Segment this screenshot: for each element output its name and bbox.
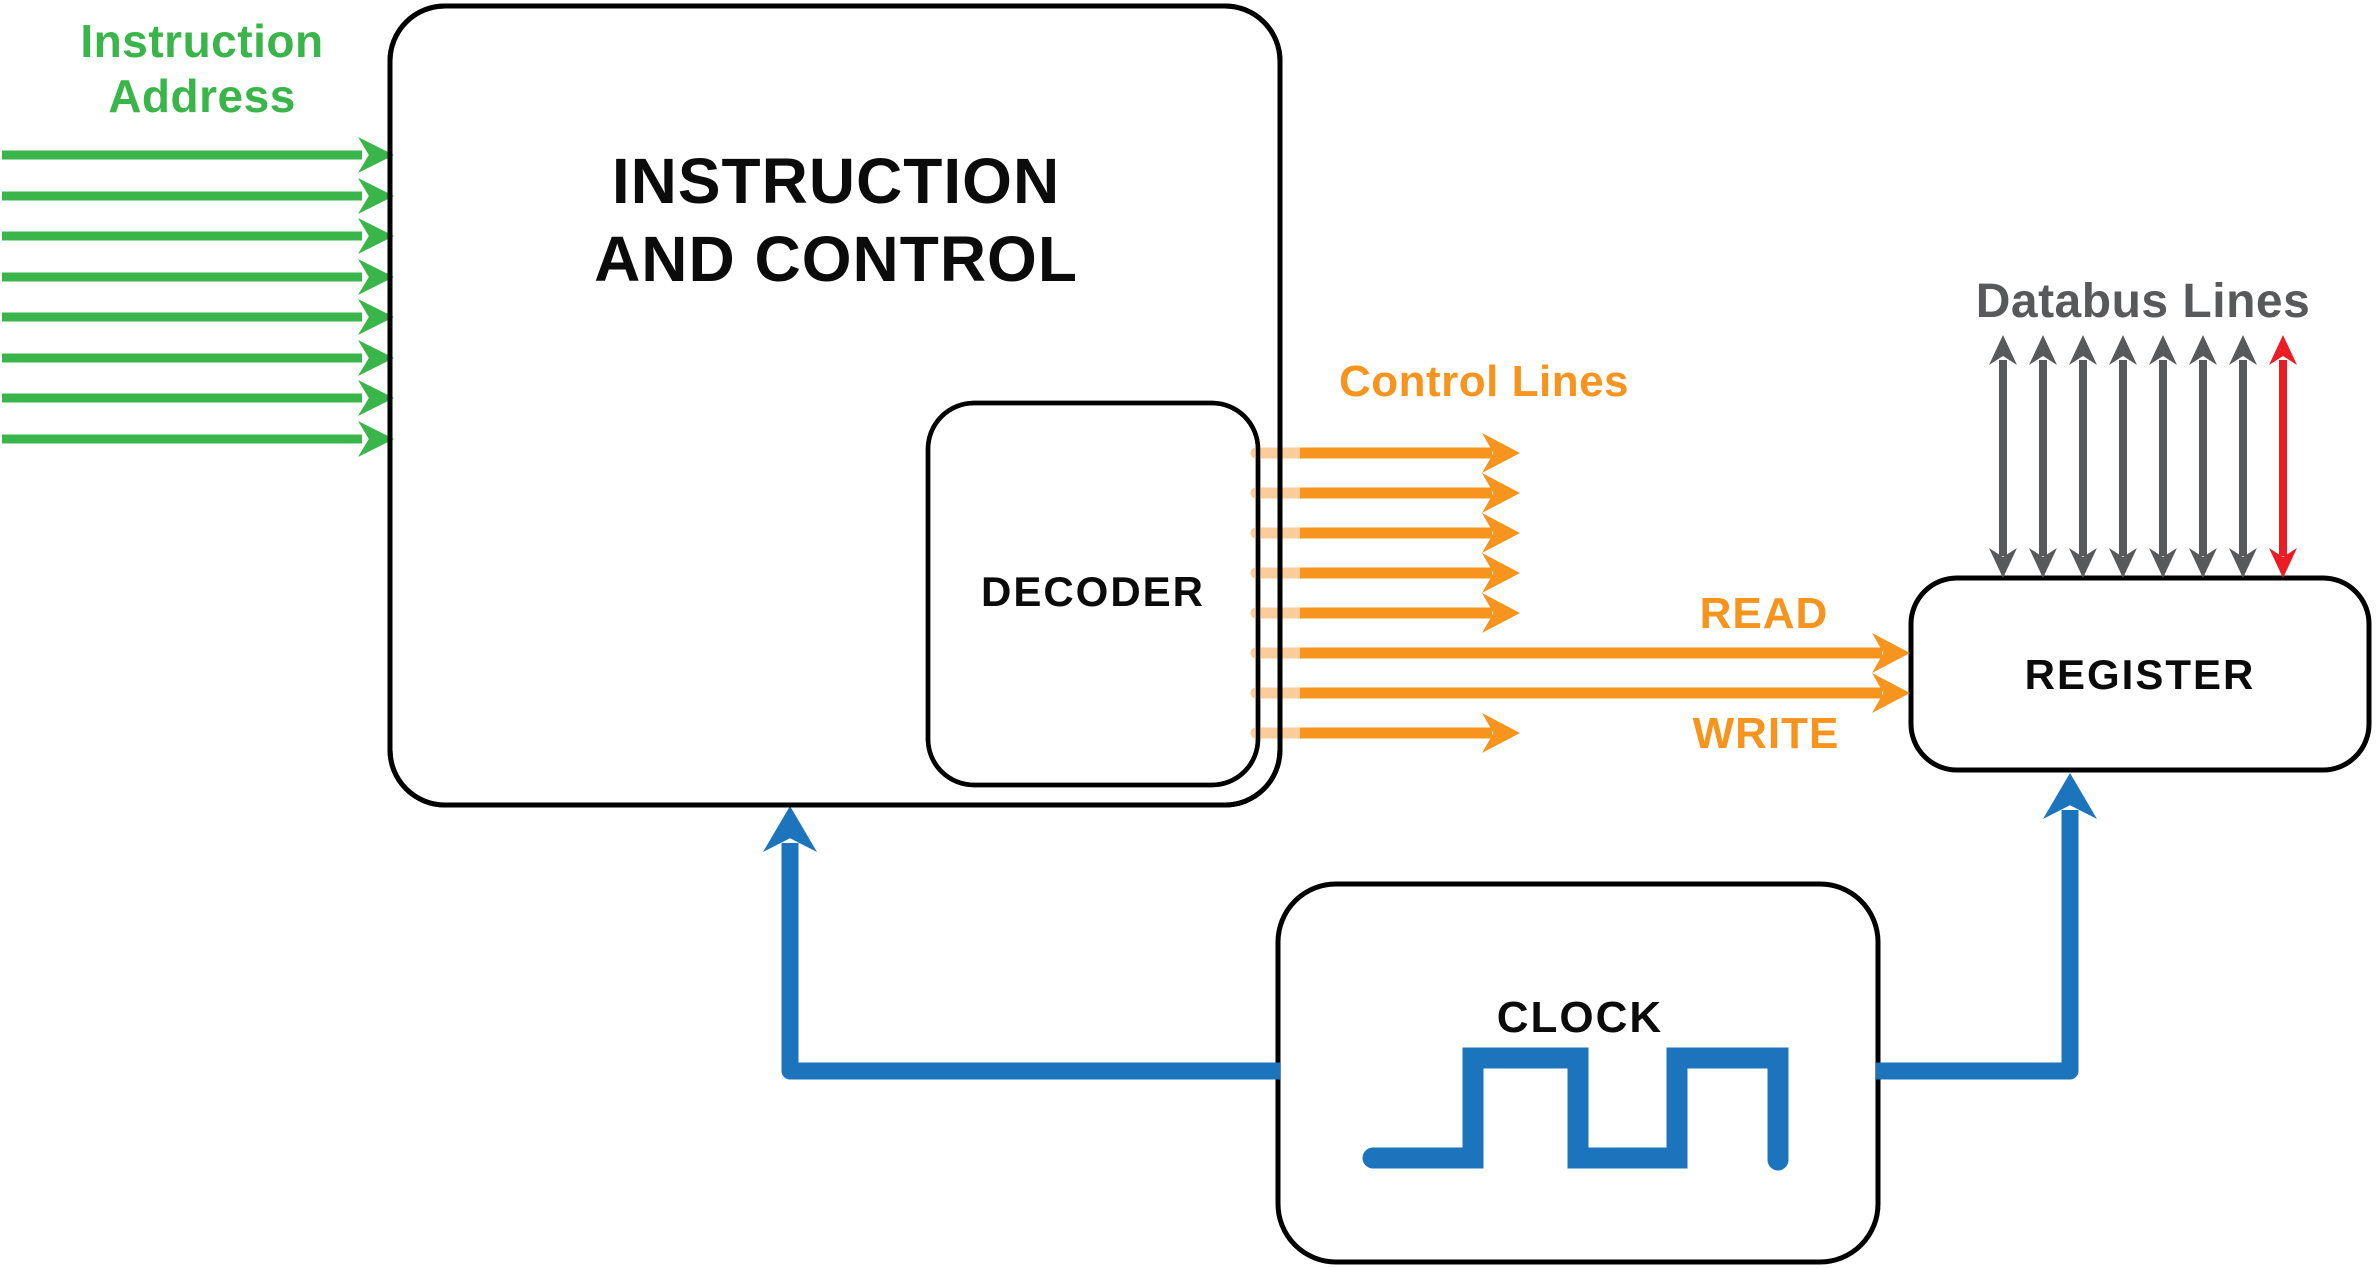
instruction-address-arrowhead [358, 218, 394, 254]
instruction-control-box-border [387, 3, 1283, 808]
control-line-arrowhead [1482, 553, 1520, 593]
clock-label: CLOCK [1497, 993, 1663, 1042]
databus-arrowhead-up [2269, 335, 2297, 365]
databus-line [2229, 335, 2257, 578]
databus-arrowhead-down [2029, 548, 2057, 578]
instruction-address-line [2, 421, 394, 457]
control-line [1250, 553, 1520, 593]
instruction-address-arrowhead [358, 259, 394, 295]
databus-arrowhead-down [2149, 548, 2177, 578]
databus-bus [1989, 335, 2297, 578]
text-layer: Instruction Address INSTRUCTION AND CONT… [80, 15, 2311, 1042]
instruction-address-line [2, 299, 394, 335]
databus-line [2149, 335, 2177, 578]
control-line-arrowhead [1872, 673, 1910, 713]
instruction-address-bus [2, 137, 394, 457]
instruction-address-line [2, 178, 394, 214]
instruction-address-label-line1: Instruction [80, 15, 323, 67]
instruction-address-arrowhead [358, 380, 394, 416]
instruction-address-arrowhead [358, 340, 394, 376]
control-line-arrowhead [1482, 473, 1520, 513]
databus-arrowhead-down [2109, 548, 2137, 578]
instruction-address-label-line2: Address [108, 70, 296, 122]
control-lines-bus [1250, 433, 1910, 753]
control-line-long [1250, 633, 1910, 673]
control-lines-label: Control Lines [1339, 357, 1629, 406]
instruction-address-arrowhead [358, 299, 394, 335]
decoder-box-border [925, 400, 1261, 788]
databus-lines-label: Databus Lines [1976, 275, 2311, 328]
clock-to-instruction-route [781, 843, 1280, 1080]
restroke-layer [387, 3, 1283, 808]
control-line [1250, 513, 1520, 553]
databus-arrowhead-down [2269, 548, 2297, 578]
databus-arrowhead-up [2109, 335, 2137, 365]
clock-to-instruction-arrowhead [763, 806, 817, 852]
control-line [1250, 433, 1520, 473]
decoder-label: DECODER [981, 568, 1205, 615]
control-line [1250, 713, 1520, 753]
instruction-address-line [2, 380, 394, 416]
databus-arrowhead-up [2069, 335, 2097, 365]
instruction-address-line [2, 137, 394, 173]
databus-arrowhead-up [2029, 335, 2057, 365]
control-line-arrowhead [1482, 433, 1520, 473]
instruction-address-arrowhead [358, 137, 394, 173]
instruction-address-line [2, 340, 394, 376]
databus-arrowhead-down [2189, 548, 2217, 578]
control-line-long [1250, 673, 1910, 713]
databus-line [2189, 335, 2217, 578]
control-line-arrowhead [1872, 633, 1910, 673]
control-line [1250, 473, 1520, 513]
write-label: WRITE [1693, 709, 1840, 758]
arrows-layer [2, 137, 2297, 1171]
databus-arrowhead-down [2069, 548, 2097, 578]
instruction-address-arrowhead [358, 421, 394, 457]
control-line [1250, 593, 1520, 633]
databus-line [1989, 335, 2017, 578]
clock-signal-routes [763, 773, 2097, 1171]
read-label: READ [1700, 589, 1829, 638]
databus-line [2029, 335, 2057, 578]
databus-line [2069, 335, 2097, 578]
clock-waveform-icon [1362, 1047, 1789, 1171]
databus-line-red [2269, 335, 2297, 578]
instruction-control-title-line1: INSTRUCTION [612, 145, 1060, 217]
clock-to-register-route [1876, 810, 2079, 1080]
register-label: REGISTER [2025, 651, 2256, 698]
instruction-address-arrowhead [358, 178, 394, 214]
databus-arrowhead-up [2229, 335, 2257, 365]
instruction-address-line [2, 259, 394, 295]
databus-line [2109, 335, 2137, 578]
databus-arrowhead-down [2229, 548, 2257, 578]
instruction-address-line [2, 218, 394, 254]
databus-arrowhead-up [1989, 335, 2017, 365]
register-box [1908, 575, 2372, 773]
control-line-arrowhead [1482, 513, 1520, 553]
control-line-arrowhead [1482, 593, 1520, 633]
instruction-control-title-line2: AND CONTROL [594, 223, 1078, 295]
databus-arrowhead-up [2189, 335, 2217, 365]
clock-to-register-arrowhead [2043, 773, 2097, 819]
control-line-arrowhead [1482, 713, 1520, 753]
databus-arrowhead-up [2149, 335, 2177, 365]
databus-arrowhead-down [1989, 548, 2017, 578]
